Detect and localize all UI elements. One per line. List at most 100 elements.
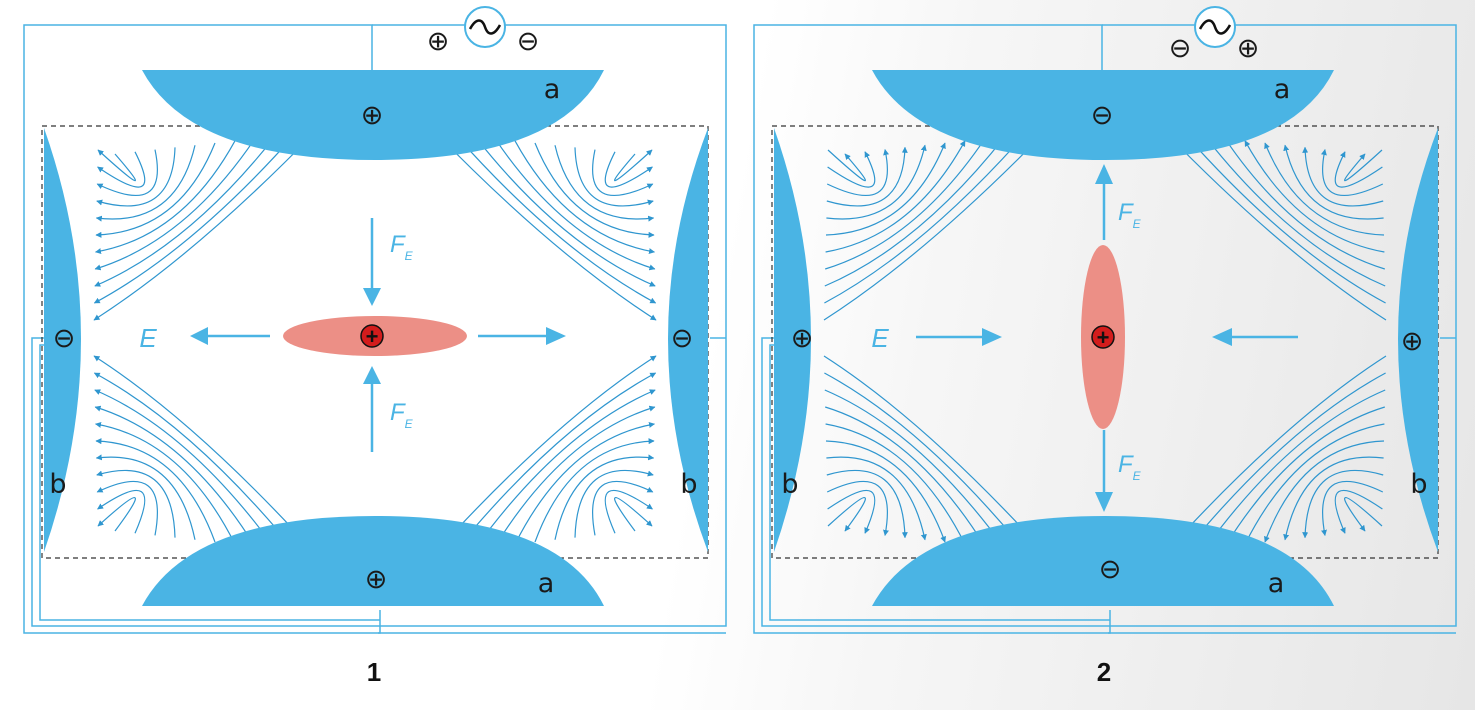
field-line xyxy=(826,144,927,220)
force-label-top: FE xyxy=(1118,199,1142,231)
field-line xyxy=(454,372,657,552)
field-line xyxy=(1264,440,1385,543)
source-left-sign: ⊖ xyxy=(1169,33,1192,64)
field-line xyxy=(94,389,276,549)
label-b-left: b xyxy=(781,469,798,500)
field-line xyxy=(825,142,946,236)
field-line xyxy=(1184,133,1386,304)
field-line xyxy=(825,138,986,270)
field-line xyxy=(474,136,656,287)
field-line xyxy=(434,355,657,554)
label-b-left: b xyxy=(49,469,66,500)
force-label-bottom: FE xyxy=(390,399,414,431)
field-line xyxy=(94,138,256,271)
field-line xyxy=(827,151,876,188)
circuit-wires xyxy=(23,24,727,634)
electrode-b-left xyxy=(774,128,811,552)
diagram-1: ⊕ ⊖ a a b b ⊕ ⊕ ⊖ ⊖ + xyxy=(23,6,727,687)
field-line xyxy=(1224,406,1385,547)
field-line xyxy=(514,140,655,255)
field-line xyxy=(604,489,653,534)
field-line xyxy=(824,372,1026,552)
field-line xyxy=(97,151,146,188)
field-line xyxy=(534,142,655,238)
field-line xyxy=(825,406,986,547)
field-line xyxy=(826,149,890,197)
field-line xyxy=(93,131,316,321)
sign-b-left: ⊕ xyxy=(791,323,814,354)
field-line xyxy=(1344,149,1383,182)
field-line xyxy=(554,145,655,222)
field-line xyxy=(825,423,966,545)
field-line xyxy=(1204,389,1386,550)
field-line xyxy=(824,389,1006,550)
field-line xyxy=(1302,146,1384,207)
sign-a-bottom: ⊖ xyxy=(1099,554,1122,585)
field-line xyxy=(95,140,236,255)
field-line xyxy=(1244,140,1385,253)
sign-b-left: ⊖ xyxy=(53,323,76,354)
electrode-a-top xyxy=(142,70,604,160)
field-line xyxy=(824,135,1006,287)
field-line xyxy=(827,149,866,182)
field-line xyxy=(97,149,136,182)
field-line xyxy=(494,405,656,547)
field-line xyxy=(827,489,876,534)
field-label: E xyxy=(139,323,157,353)
field-line xyxy=(494,138,656,271)
field-line xyxy=(1334,151,1383,188)
electrode-b-left xyxy=(44,128,81,552)
source-right-sign: ⊖ xyxy=(517,26,540,57)
field-line xyxy=(434,131,657,321)
field-line xyxy=(592,480,654,536)
field-line xyxy=(1224,138,1385,270)
electrode-b-right xyxy=(1398,128,1438,552)
field-line xyxy=(826,456,927,541)
field-line xyxy=(1164,131,1387,321)
field-line xyxy=(823,131,1046,321)
electrode-a-bottom xyxy=(872,516,1334,606)
field-line xyxy=(825,140,966,253)
sign-a-bottom: ⊕ xyxy=(365,564,388,595)
field-line xyxy=(1164,355,1387,554)
field-line xyxy=(97,489,146,534)
field-line xyxy=(826,480,889,536)
field-line xyxy=(94,136,276,287)
field-line xyxy=(94,405,256,547)
field-line xyxy=(454,133,657,304)
field-line xyxy=(574,147,654,207)
ac-source xyxy=(1194,6,1236,48)
caption: 2 xyxy=(1097,657,1111,687)
field-line xyxy=(93,372,296,552)
diagram-2: ⊖ ⊕ a a b b ⊖ ⊖ ⊕ ⊕ + FE FE E xyxy=(753,6,1457,687)
electrode-a-bottom xyxy=(142,516,604,606)
field-line xyxy=(96,470,176,538)
field-line xyxy=(474,389,656,549)
field-label: E xyxy=(871,323,889,353)
sign-b-right: ⊕ xyxy=(1401,326,1424,357)
field-line xyxy=(96,480,158,536)
label-a-bottom: a xyxy=(538,568,555,599)
field-line xyxy=(95,142,216,238)
ac-source xyxy=(464,6,506,48)
field-line xyxy=(827,497,866,532)
field-line xyxy=(95,454,196,540)
field-line xyxy=(825,440,946,543)
field-line xyxy=(614,497,653,532)
source-left-sign: ⊕ xyxy=(427,26,450,57)
electrode-b-right xyxy=(668,128,708,552)
field-line xyxy=(1334,489,1383,534)
field-line xyxy=(96,149,158,197)
field-line xyxy=(97,497,136,532)
field-line xyxy=(93,133,296,304)
field-line xyxy=(1321,480,1384,536)
sign-a-top: ⊖ xyxy=(1091,100,1114,131)
label-a-bottom: a xyxy=(1268,568,1285,599)
field-line xyxy=(1320,149,1384,197)
force-label-bottom: FE xyxy=(1118,451,1142,483)
label-a-top: a xyxy=(544,74,561,105)
field-line xyxy=(604,151,653,188)
charge-icon xyxy=(1091,325,1115,349)
particle-charge: + xyxy=(1097,325,1110,350)
